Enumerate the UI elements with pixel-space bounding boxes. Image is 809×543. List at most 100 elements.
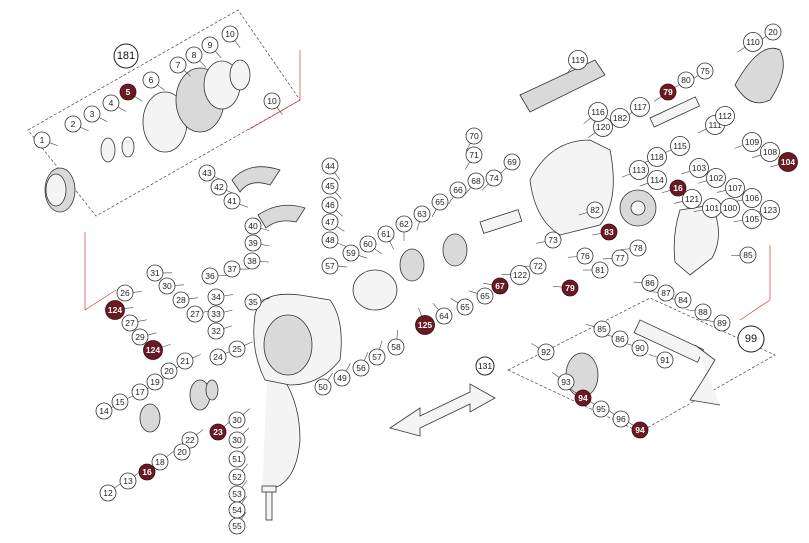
part-callout-18: 18 <box>151 453 169 471</box>
leader-line <box>734 144 744 149</box>
part-callout-28: 28 <box>172 291 190 309</box>
part-number-label: 25 <box>232 344 242 354</box>
part-number-label: 14 <box>99 406 109 416</box>
part-callout-50: 50 <box>314 378 332 396</box>
part-number-label: 88 <box>698 307 708 317</box>
part-number-label: 67 <box>495 281 505 291</box>
part-callout-72: 72 <box>529 257 547 275</box>
part-number-label: 112 <box>718 111 732 121</box>
part-callout-23: 23 <box>209 423 227 441</box>
svg-text:181: 181 <box>117 50 135 62</box>
part-number-label: 57 <box>372 352 382 362</box>
part-number-label: 50 <box>318 382 328 392</box>
part-callout-104: 104 <box>778 152 798 172</box>
leader-line <box>416 221 420 231</box>
part-number-label: 49 <box>337 373 347 383</box>
part-number-label: 82 <box>590 205 600 215</box>
part-number-label: 23 <box>213 427 223 437</box>
part-number-label: 65 <box>435 197 445 207</box>
part-number-label: 94 <box>635 425 645 435</box>
part-callout-57: 57 <box>321 257 339 275</box>
part-number-label: 9 <box>208 40 213 50</box>
leader-line <box>448 196 454 205</box>
part-number-label: 94 <box>578 393 588 403</box>
leader-line <box>733 220 743 222</box>
part-callout-63: 63 <box>413 205 431 223</box>
part-callout-20: 20 <box>160 362 178 380</box>
part-callout-48: 48 <box>321 231 339 249</box>
part-callout-88: 88 <box>694 303 712 321</box>
part-number-label: 84 <box>678 295 688 305</box>
leader-line <box>465 187 472 195</box>
svg-text:99: 99 <box>745 333 757 345</box>
part-callout-115: 115 <box>670 136 690 156</box>
part-number-label: 68 <box>471 176 481 186</box>
leader-line <box>716 189 726 193</box>
part-callout-87: 87 <box>657 284 675 302</box>
part-number-label: 85 <box>743 250 753 260</box>
part-callout-78: 78 <box>629 239 647 257</box>
part-callout-84: 84 <box>674 291 692 309</box>
leader-line <box>223 325 233 329</box>
part-callout-42: 42 <box>210 178 228 196</box>
part-callout-1: 1 <box>33 131 51 149</box>
part-callout-41: 41 <box>223 192 241 210</box>
part-number-label: 12 <box>103 488 113 498</box>
part-callout-3: 3 <box>83 105 101 123</box>
part-number-label: 15 <box>115 397 125 407</box>
part-callout-34: 34 <box>207 288 225 306</box>
part-callout-54: 54 <box>228 501 246 519</box>
leader-line <box>335 191 342 199</box>
leader-line <box>192 354 201 359</box>
leader-line <box>132 291 142 293</box>
svg-text:131: 131 <box>478 361 492 371</box>
part-number-label: 47 <box>325 217 335 227</box>
handle-group-outline <box>507 297 776 433</box>
part-number-label: 87 <box>661 288 671 298</box>
part-number-label: 26 <box>120 288 130 298</box>
part-callout-26: 26 <box>116 284 134 302</box>
part-number-label: 3 <box>90 109 95 119</box>
part-callout-122: 122 <box>510 265 530 285</box>
part-callout-103: 103 <box>689 158 709 178</box>
part-number-label: 71 <box>469 150 479 160</box>
part-callout-22: 22 <box>181 431 199 449</box>
leader-line <box>698 180 707 184</box>
leader-line <box>214 50 222 59</box>
leader-line <box>259 261 269 263</box>
leader-line <box>147 332 157 336</box>
part-number-label: 104 <box>781 157 795 167</box>
part-number-label: 7 <box>176 60 181 70</box>
leader-line <box>698 128 707 134</box>
part-number-label: 78 <box>633 243 643 253</box>
part-number-label: 42 <box>214 182 224 192</box>
part-number-label: 119 <box>571 55 585 65</box>
leader-line <box>188 297 198 300</box>
gear-drawing-d <box>442 233 468 267</box>
leader-line <box>335 210 343 217</box>
part-number-label: 74 <box>489 173 499 183</box>
leader-line <box>183 70 191 77</box>
part-callout-121: 121 <box>682 189 702 209</box>
part-number-label: 114 <box>650 175 664 185</box>
part-number-label: 106 <box>745 193 759 203</box>
part-number-label: 59 <box>346 248 356 258</box>
leader-line <box>531 343 540 349</box>
leader-line <box>468 290 478 294</box>
part-callout-106: 106 <box>742 188 762 208</box>
leader-line <box>334 172 341 181</box>
part-callout-27: 27 <box>186 305 204 323</box>
leader-line <box>161 344 171 348</box>
part-callout-75: 75 <box>696 62 714 80</box>
part-callout-8: 8 <box>185 46 203 64</box>
part-number-label: 100 <box>723 203 737 213</box>
part-callout-30: 30 <box>228 431 246 449</box>
part-number-label: 96 <box>616 414 626 424</box>
part-callout-44: 44 <box>321 157 339 175</box>
leader-line <box>242 427 250 435</box>
part-callout-182: 182 <box>610 108 630 128</box>
leader-line <box>124 307 134 309</box>
part-callout-30: 30 <box>228 411 246 429</box>
part-callout-93: 93 <box>557 373 575 391</box>
part-callout-86: 86 <box>611 330 629 348</box>
